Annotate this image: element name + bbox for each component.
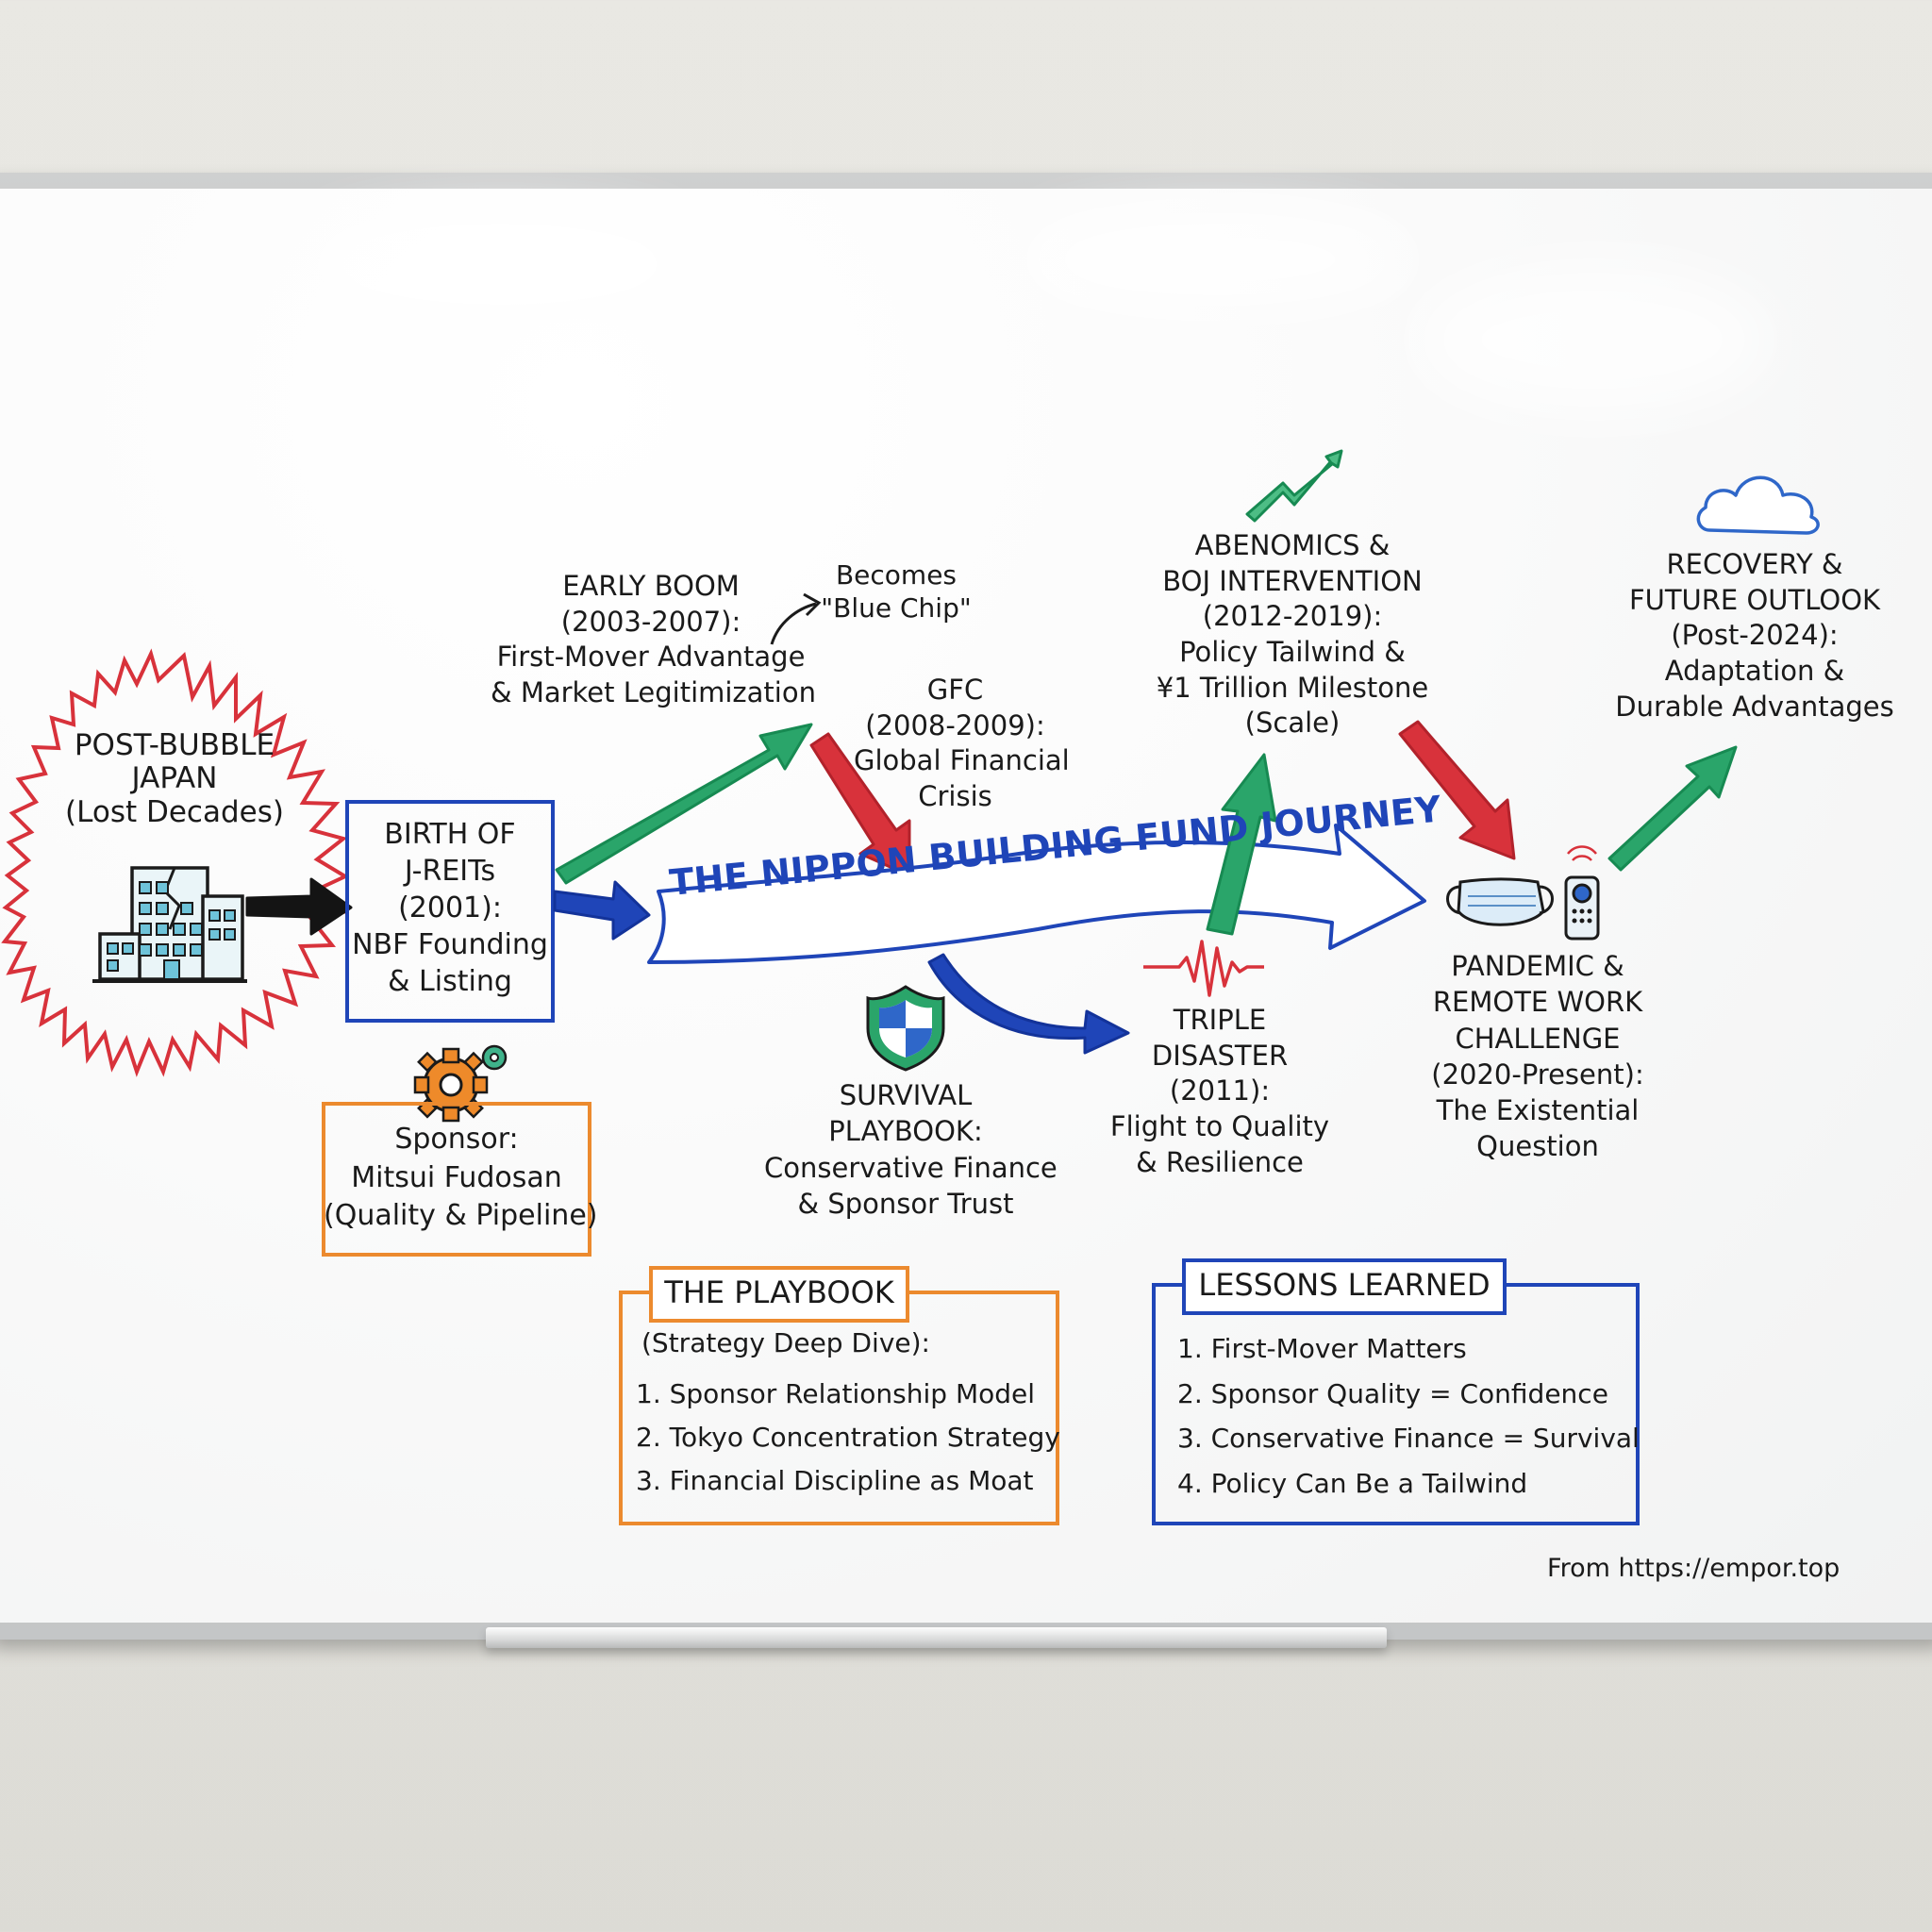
burst-icon — [1, 648, 350, 1077]
playbook-title-box — [649, 1266, 909, 1323]
abenomics-label: ABENOMICS & BOJ INTERVENTION (2012-2019)… — [1132, 528, 1453, 741]
early-boom-desc-1: First-Mover Advantage — [496, 641, 806, 674]
lessons-item: 4. Policy Can Be a Tailwind — [1177, 1467, 1528, 1499]
early-boom-desc-2: & Market Legitimization — [491, 676, 816, 709]
pandemic-years: (2020-Present): — [1431, 1058, 1644, 1091]
lessons-title-box — [1182, 1258, 1507, 1315]
post-bubble-title-1: POST-BUBBLE — [74, 728, 275, 762]
sponsor-box — [322, 1102, 591, 1257]
early-boom-label: EARLY BOOM (2003-2007): First-Mover Adva… — [491, 569, 816, 711]
post-bubble-subtitle: (Lost Decades) — [65, 794, 284, 829]
triple-title-1: TRIPLE — [1173, 1004, 1267, 1036]
survival-desc-1: Conservative Finance — [764, 1151, 1058, 1184]
blue-chip-arrow — [770, 602, 817, 645]
remote-control-icon — [1564, 845, 1600, 941]
buildings-icon — [92, 866, 247, 983]
triple-title-2: DISASTER — [1151, 1039, 1289, 1072]
gfc-label: GFC (2008-2009): Global Financial Crisis — [854, 673, 1070, 815]
triple-disaster-label: TRIPLE DISASTER (2011): Flight to Qualit… — [1097, 1003, 1342, 1180]
abenomics-years: (2012-2019): — [1202, 600, 1383, 633]
recovery-years: (Post-2024): — [1671, 619, 1839, 652]
seismograph-icon — [1143, 940, 1264, 997]
birth-desc-1: NBF Founding — [352, 928, 548, 961]
birth-label: BIRTH OF J-REITs (2001): NBF Founding & … — [347, 816, 553, 1000]
source-credit: From https://empor.top — [1547, 1554, 1840, 1583]
post-bubble-label: POST-BUBBLE JAPAN (Lost Decades) — [57, 728, 292, 829]
red-arrow-pandemic — [1398, 720, 1516, 860]
recovery-desc-2: Durable Advantages — [1615, 690, 1894, 723]
survival-label: SURVIVAL PLAYBOOK: Conservative Finance … — [764, 1077, 1058, 1222]
sponsor-title: Sponsor: — [394, 1123, 519, 1156]
abenomics-title-2: BOJ INTERVENTION — [1162, 564, 1423, 597]
lessons-item: 2. Sponsor Quality = Confidence — [1177, 1377, 1608, 1409]
shield-icon — [866, 985, 945, 1072]
pandemic-desc-2: Question — [1476, 1130, 1599, 1163]
early-boom-years: (2003-2007): — [560, 605, 741, 638]
cloud-icon — [1696, 475, 1820, 535]
blue-chip-line-1: Becomes — [835, 559, 958, 591]
abenomics-desc-2: ¥1 Trillion Milestone — [1156, 671, 1429, 704]
triple-year: (2011): — [1169, 1074, 1271, 1108]
pandemic-label: PANDEMIC & REMOTE WORK CHALLENGE (2020-P… — [1401, 948, 1674, 1165]
gfc-years: (2008-2009): — [865, 708, 1045, 741]
lessons-item: 3. Conservative Finance = Survival — [1177, 1423, 1640, 1455]
lessons-list: 1. First-Mover Matters 2. Sponsor Qualit… — [1177, 1326, 1640, 1506]
sponsor-label: Sponsor: Mitsui Fudosan (Quality & Pipel… — [324, 1121, 598, 1236]
playbook-subtitle: (Strategy Deep Dive): — [641, 1327, 930, 1358]
blue-arrow-triple — [927, 953, 1130, 1055]
survival-title-2: PLAYBOOK: — [828, 1115, 983, 1148]
playbook-item: 3. Financial Discipline as Moat — [636, 1465, 1034, 1497]
recovery-title-1: RECOVERY & — [1666, 548, 1843, 580]
abenomics-desc-1: Policy Tailwind & — [1179, 636, 1406, 669]
birth-desc-2: & Listing — [388, 965, 512, 998]
blue-chip-label: Becomes "Blue Chip" — [811, 558, 981, 625]
pandemic-desc-1: The Existential — [1436, 1094, 1640, 1127]
green-arrow-early-boom — [555, 723, 813, 885]
gfc-desc-2: Crisis — [918, 780, 992, 813]
early-boom-title: EARLY BOOM — [562, 570, 740, 602]
birth-title-2: J-REITs — [404, 855, 496, 888]
sponsor-desc: (Quality & Pipeline) — [324, 1199, 598, 1232]
abenomics-title-1: ABENOMICS & — [1194, 529, 1391, 561]
playbook-item: 1. Sponsor Relationship Model — [636, 1378, 1036, 1409]
gfc-desc-1: Global Financial — [854, 744, 1070, 777]
gear-icon — [413, 1044, 508, 1123]
recovery-title-2: FUTURE OUTLOOK — [1628, 583, 1881, 616]
abenomics-desc-3: (Scale) — [1244, 707, 1341, 740]
playbook-title: THE PLAYBOOK — [664, 1274, 894, 1310]
lessons-title: LESSONS LEARNED — [1198, 1267, 1491, 1303]
triple-desc-2: & Resilience — [1136, 1145, 1304, 1178]
face-mask-icon — [1446, 877, 1554, 926]
pandemic-title-3: CHALLENGE — [1455, 1022, 1621, 1055]
red-arrow-gfc — [809, 732, 911, 877]
lessons-item: 1. First-Mover Matters — [1177, 1333, 1467, 1364]
playbook-item: 2. Tokyo Concentration Strategy — [636, 1422, 1060, 1454]
birth-title-1: BIRTH OF — [384, 818, 516, 851]
survival-desc-2: & Sponsor Trust — [797, 1187, 1014, 1220]
marker-tray — [486, 1627, 1387, 1648]
survival-title-1: SURVIVAL — [839, 1079, 973, 1111]
playbook-list: 1. Sponsor Relationship Model 2. Tokyo C… — [636, 1373, 1060, 1504]
pandemic-title-2: REMOTE WORK — [1432, 986, 1643, 1019]
pandemic-title-1: PANDEMIC & — [1451, 950, 1624, 982]
recovery-label: RECOVERY & FUTURE OUTLOOK (Post-2024): A… — [1604, 547, 1906, 724]
triple-desc-1: Flight to Quality — [1109, 1110, 1330, 1143]
blue-chip-line-2: "Blue Chip" — [821, 592, 972, 624]
birth-box — [345, 800, 555, 1023]
post-bubble-title-2: JAPAN — [131, 761, 218, 796]
birth-year: (2001): — [398, 891, 502, 924]
black-arrow — [245, 877, 353, 936]
sponsor-name: Mitsui Fudosan — [351, 1160, 562, 1194]
gfc-title: GFC — [926, 674, 984, 706]
trend-up-icon — [1245, 449, 1343, 523]
blue-arrow-to-banner — [553, 880, 651, 941]
green-arrow-recovery — [1607, 745, 1738, 872]
recovery-desc-1: Adaptation & — [1664, 655, 1845, 688]
green-arrow-abenomics — [1206, 753, 1277, 936]
